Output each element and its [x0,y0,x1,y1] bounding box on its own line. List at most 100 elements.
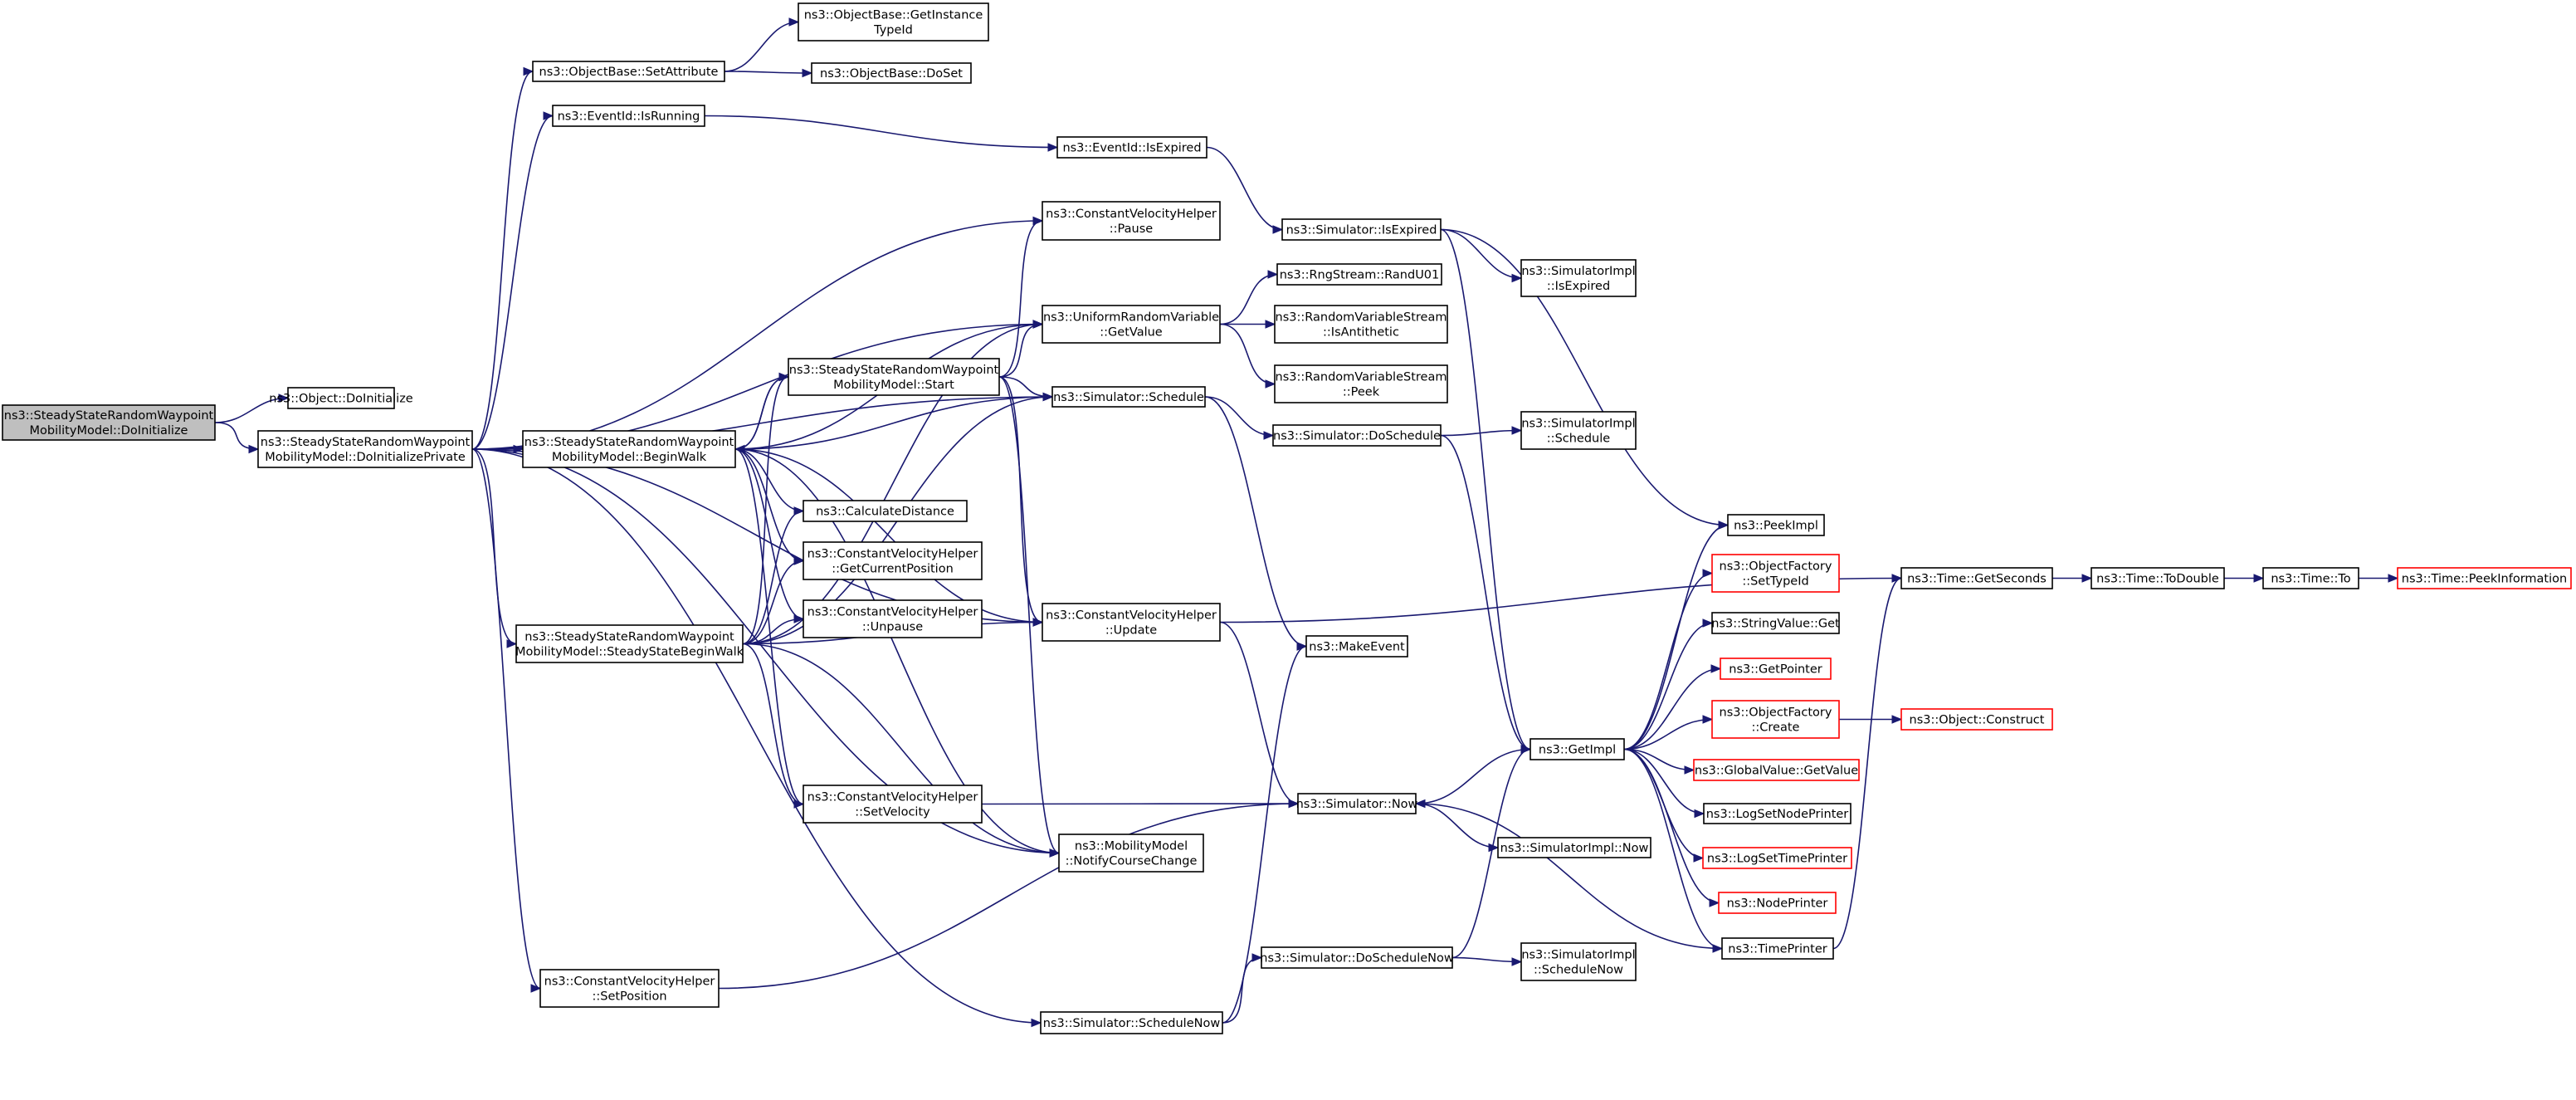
node-ns3-steadystaterandomwaypoint-mobilitymodel-doinitializeprivate[interactable]: ns3::SteadyStateRandomWaypointMobilityMo… [257,430,473,468]
node-label: ns3::ObjectBase::SetAttribute [539,66,719,79]
node-ns3-objectbase-doset[interactable]: ns3::ObjectBase::DoSet [811,62,972,84]
node-box [1720,658,1832,680]
node-ns3-simulator-doschedulenow[interactable]: ns3::Simulator::DoScheduleNow [1260,946,1454,969]
edge-line [214,397,289,423]
node-box [1297,793,1417,814]
edge-arrowhead [523,66,534,76]
node-ns3-constantvelocityhelper-pause[interactable]: ns3::ConstantVelocityHelper::Pause [1042,201,1221,241]
node-ns3-simulatorimpl-schedulenow[interactable]: ns3::SimulatorImpl::ScheduleNow [1520,942,1637,981]
edge-line [704,115,1058,149]
node-ns3-objectfactory-settypeid[interactable]: ns3::ObjectFactory::SetTypeId [1711,554,1840,593]
edge-line [1623,622,1713,750]
edge-arrowhead [1702,618,1714,628]
edge-simnow-to-implnow [1415,803,1500,853]
node-ns3-simulatorimpl-schedule[interactable]: ns3::SimulatorImpl::Schedule [1520,411,1637,450]
node-box [1281,218,1442,241]
node-ns3-constantvelocityhelper-setposition[interactable]: ns3::ConstantVelocityHelper::SetPosition [539,969,720,1008]
node-label: MobilityModel::BeginWalk [552,451,707,464]
edge-arrowhead [1520,745,1532,754]
node-ns3-steadystaterandomwaypoint-mobilitymodel-doinitialize: ns3::SteadyStateRandomWaypointMobilityMo… [2,404,216,441]
node-ns3-eventid-isrunning[interactable]: ns3::EventId::IsRunning [552,105,705,127]
node-box [1261,946,1453,969]
node-ns3-calculatedistance[interactable]: ns3::CalculateDistance [803,500,968,522]
node-ns3-nodeprinter[interactable]: ns3::NodePrinter [1718,892,1837,914]
node-ns3-peekimpl[interactable]: ns3::PeekImpl [1727,514,1825,536]
node-ns3-simulatorimpl-now[interactable]: ns3::SimulatorImpl::Now [1497,837,1651,858]
node-box [811,62,972,84]
node-ns3-steadystaterandomwaypoint-mobilitymodel-start[interactable]: ns3::SteadyStateRandomWaypointMobilityMo… [788,358,1000,396]
node-label: ns3::Time::To [2271,573,2350,586]
edge-schednow-to-makeevent [1222,642,1308,1024]
edge-arrowhead [1032,618,1044,627]
edge-setposition-to-simnow [718,799,1300,990]
node-ns3-getpointer[interactable]: ns3::GetPointer [1720,658,1832,680]
node-ns3-simulator-isexpired[interactable]: ns3::Simulator::IsExpired [1281,218,1442,241]
node-ns3-simulator-doschedule[interactable]: ns3::Simulator::DoSchedule [1272,424,1442,447]
node-ns3-getimpl[interactable]: ns3::GetImpl [1530,738,1625,760]
node-ns3-steadystaterandomwaypoint-mobilitymodel-steadystatebeginwalk[interactable]: ns3::SteadyStateRandomWaypointMobilityMo… [515,624,744,663]
edge-isexpired-to-simisexp [1206,146,1284,234]
node-ns3-randomvariablestream-isantithetic[interactable]: ns3::RandomVariableStream::IsAntithetic [1274,305,1448,344]
node-label: ns3::StringValue::Get [1711,618,1840,631]
node-ns3-objectfactory-create[interactable]: ns3::ObjectFactory::Create [1711,700,1840,739]
node-label: ns3::RandomVariableStream [1276,371,1447,384]
edge-line [742,510,804,645]
node-ns3-time-to[interactable]: ns3::Time::To [2262,567,2359,589]
node-ns3-objectbase-setattribute[interactable]: ns3::ObjectBase::SetAttribute [532,61,725,82]
node-box [2397,567,2572,589]
node-label: ns3::GlobalValue::GetValue [1695,765,1858,778]
node-ns3-time-getseconds[interactable]: ns3::Time::GetSeconds [1900,567,2053,589]
edge-ssbegin-to-setvel [742,643,805,809]
node-label: MobilityModel::SteadyStateBeginWalk [515,646,744,659]
node-box [803,500,968,522]
edge-line [1222,956,1262,1024]
edge-arrowhead [1709,898,1720,907]
node-ns3-constantvelocityhelper-update[interactable]: ns3::ConstantVelocityHelper::Update [1042,603,1221,642]
edge-line [1204,396,1307,648]
edge-simisexp-to-getimpl [1440,228,1532,754]
node-box [552,105,705,127]
node-ns3-time-peekinformation[interactable]: ns3::Time::PeekInformation [2397,567,2572,589]
edge-doinitpriv-to-setattr [471,66,534,450]
node-label: ns3::MakeEvent [1309,641,1405,654]
node-ns3-constantvelocityhelper-setvelocity[interactable]: ns3::ConstantVelocityHelper::SetVelocity [803,785,983,824]
node-box [1272,424,1442,447]
node-ns3-constantvelocityhelper-getcurrentposition[interactable]: ns3::ConstantVelocityHelper::GetCurrentP… [803,541,983,580]
edge-line [1219,273,1278,325]
node-box [2,404,216,441]
node-ns3-simulator-now[interactable]: ns3::Simulator::Now [1296,793,1418,814]
node-ns3-stringvalue-get[interactable]: ns3::StringValue::Get [1711,612,1840,634]
node-ns3-uniformrandomvariable-getvalue[interactable]: ns3::UniformRandomVariable::GetValue [1042,305,1221,344]
node-ns3-steadystaterandomwaypoint-mobilitymodel-beginwalk[interactable]: ns3::SteadyStateRandomWaypointMobilityMo… [522,430,736,468]
node-ns3-constantvelocityhelper-unpause[interactable]: ns3::ConstantVelocityHelper::Unpause [803,599,983,638]
edge-doinitpriv-to-pause [471,216,1044,450]
node-ns3-eventid-isexpired[interactable]: ns3::EventId::IsExpired [1056,136,1208,159]
node-ns3-simulator-schedulenow[interactable]: ns3::Simulator::ScheduleNow [1040,1011,1223,1034]
node-label: ns3::Simulator::ScheduleNow [1043,1017,1221,1030]
node-ns3-object-doinitialize[interactable]: ns3::Object::DoInitialize [269,387,413,409]
node-ns3-object-construct[interactable]: ns3::Object::Construct [1900,708,2053,731]
node-label: ns3::Simulator::DoScheduleNow [1260,952,1454,966]
edge-line [1219,621,1299,804]
node-box [803,785,983,824]
edge-line [1623,748,1720,904]
edge-arrowhead [1414,799,1426,809]
edge-todouble-to-timeto [2223,574,2265,583]
node-ns3-timeprinter[interactable]: ns3::TimePrinter [1721,937,1834,960]
node-ns3-rngstream-randu01[interactable]: ns3::RngStream::RandU01 [1276,263,1442,286]
node-ns3-time-todouble[interactable]: ns3::Time::ToDouble [2091,567,2225,589]
edge-arrowhead [2253,574,2265,583]
node-ns3-simulator-schedule[interactable]: ns3::Simulator::Schedule [1051,386,1206,408]
node-ns3-logsettimeprinter[interactable]: ns3::LogSetTimePrinter [1702,847,1852,869]
node-ns3-mobilitymodel-notifycoursechange[interactable]: ns3::MobilityModel::NotifyCourseChange [1058,834,1204,873]
node-ns3-makeevent[interactable]: ns3::MakeEvent [1305,635,1408,658]
edge-doschedule-to-implsched [1440,426,1523,437]
node-ns3-logsetnodeprinter[interactable]: ns3::LogSetNodePrinter [1703,803,1852,824]
node-ns3-randomvariablestream-peek[interactable]: ns3::RandomVariableStream::Peek [1274,364,1448,403]
node-ns3-globalvalue-getvalue[interactable]: ns3::GlobalValue::GetValue [1693,759,1860,781]
node-box [803,599,983,638]
node-label: ::ScheduleNow [1534,964,1623,977]
node-ns3-simulatorimpl-isexpired[interactable]: ns3::SimulatorImpl::IsExpired [1520,259,1637,297]
node-label: ns3::ObjectFactory [1720,560,1832,574]
